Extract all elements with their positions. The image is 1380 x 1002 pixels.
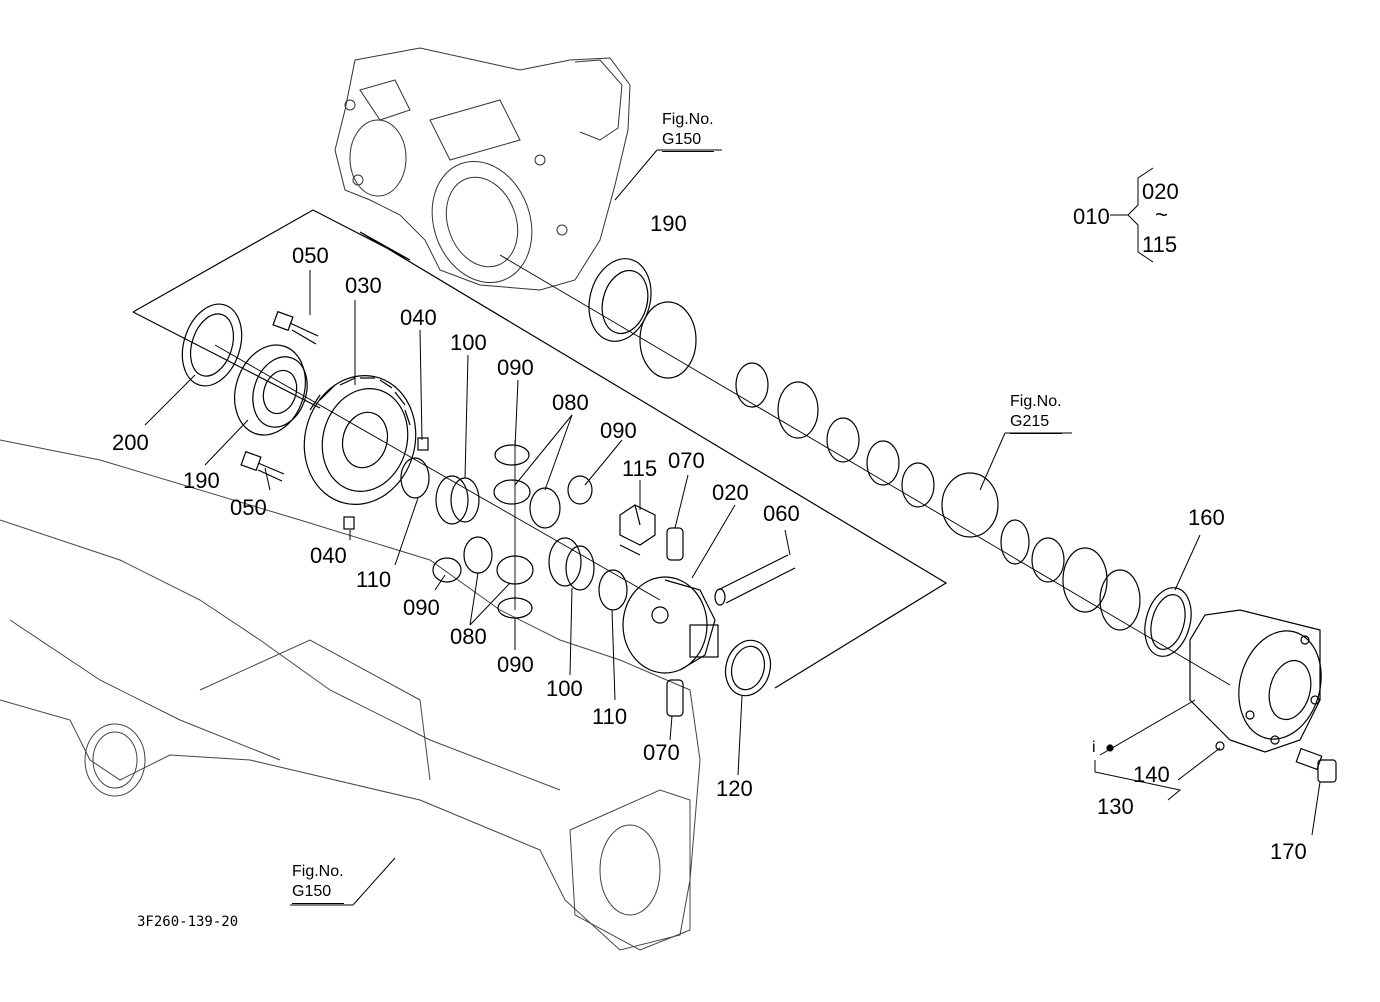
bearing-190-right [588,258,652,342]
fig-ref-top-code: G150 [662,130,714,152]
ball-140 [1215,741,1225,751]
washer-110-left [400,457,430,499]
fig-ref-top[interactable]: Fig.No. G150 [662,110,714,152]
washer-110-right [598,569,628,611]
grease-point-marker [1106,744,1114,752]
label-190-top: 190 [650,211,687,236]
label-110-left: 110 [356,567,392,592]
bolt-170 [1295,747,1337,783]
label-100-bottom: 100 [546,676,583,701]
label-090-d: 090 [497,652,534,677]
label-range-tilde: ~ [1155,202,1168,227]
label-050-bottom: 050 [230,495,267,520]
range-brace-010 [1110,167,1154,263]
washers-090 [432,444,593,619]
shim-200 [181,303,243,387]
label-070-bottom: 070 [643,740,680,765]
label-140: 140 [1133,762,1170,787]
label-110-right: 110 [592,704,628,729]
label-060: 060 [763,501,800,526]
shaft-060-end [714,588,726,606]
label-115: 115 [622,456,658,481]
bearing-190-left [234,344,308,436]
bevel-gear-030 [303,375,417,505]
side-gear-100-left [435,475,480,525]
fig-ref-top-label: Fig.No. [662,111,714,128]
label-i-mark: i [1092,739,1096,756]
label-020: 020 [712,480,749,505]
coupling-parts [639,301,1141,631]
label-040-bottom: 040 [310,543,347,568]
bolt-050-bottom [240,450,285,482]
cover-130 [1189,609,1322,753]
block-115 [619,504,656,556]
label-090-c: 090 [403,595,440,620]
bracket-130 [1094,760,1182,801]
upper-housing [334,47,631,291]
label-170: 170 [1270,839,1307,864]
label-030: 030 [345,273,382,298]
fig-ref-bottom[interactable]: Fig.No. G150 [292,862,344,904]
pinion-080-bottom [463,536,534,585]
pin-070-bottom [666,679,684,717]
side-gear-100-right [548,537,595,591]
label-050-top: 050 [292,243,329,268]
fig-ref-right-code: G215 [1010,412,1062,434]
bolt-050-top [272,310,319,345]
upper-bracket-outline [132,209,948,689]
fig-ref-bottom-label: Fig.No. [292,863,344,880]
shim-160 [1144,587,1192,657]
label-115-range-end: 115 [1142,232,1178,257]
label-020-range-start: 020 [1142,179,1179,204]
label-160: 160 [1188,505,1225,530]
label-200: 200 [112,430,149,455]
pinion-080-top [493,479,561,529]
label-190-left: 190 [183,468,220,493]
label-090-b: 090 [600,418,637,443]
label-120: 120 [716,776,753,801]
center-axis [214,254,1231,686]
label-010: 010 [1073,204,1110,229]
label-130: 130 [1097,794,1134,819]
differential-case-020 [622,576,719,674]
pin-040-top [417,437,429,451]
label-100-top: 100 [450,330,487,355]
lower-housing [0,439,701,951]
shim-120 [724,639,772,697]
label-090-a: 090 [497,355,534,380]
label-080-bottom: 080 [450,624,487,649]
label-040-top: 040 [400,305,437,330]
label-080-top: 080 [552,390,589,415]
fig-ref-right[interactable]: Fig.No. G215 [1010,392,1062,434]
label-070-top: 070 [668,448,705,473]
pin-040-bottom [343,516,355,530]
fig-ref-bottom-code: G150 [292,882,344,904]
pin-070-top [666,527,684,561]
shaft-060 [717,554,796,604]
fig-ref-right-label: Fig.No. [1010,393,1062,410]
drawing-id: 3F260-139-20 [137,914,239,930]
